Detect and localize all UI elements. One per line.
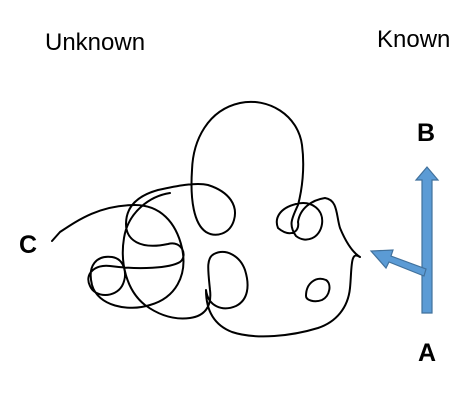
unknown-region-label: Unknown <box>45 29 146 56</box>
point-c-label: C <box>19 231 38 259</box>
point-b-label: B <box>417 119 436 147</box>
point-a-label: A <box>418 339 437 367</box>
scribble-path <box>51 100 361 338</box>
left-diagonal-arrow-icon <box>369 249 427 277</box>
up-arrow-icon <box>414 166 440 314</box>
known-region-label: Known <box>377 26 451 53</box>
